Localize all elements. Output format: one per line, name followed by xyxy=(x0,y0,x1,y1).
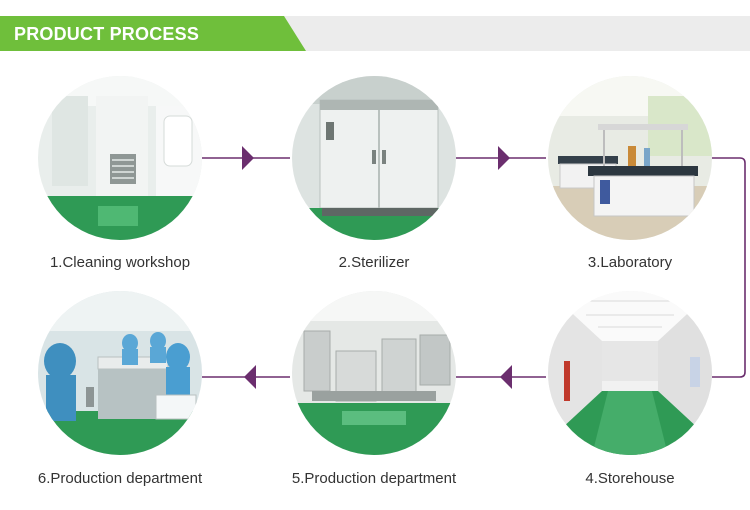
step-label-4: 4.Storehouse xyxy=(585,470,675,487)
storehouse-photo xyxy=(548,291,712,455)
production-line-photo xyxy=(292,291,456,455)
section-header: PRODUCT PROCESS xyxy=(0,16,750,51)
arrow-left-icon xyxy=(500,365,512,389)
cleaning-workshop-photo xyxy=(38,76,202,240)
step-label-5: 5.Production department xyxy=(291,470,457,487)
arrow-right-icon xyxy=(242,146,254,170)
step-label-3: 3.Laboratory xyxy=(587,254,673,271)
arrow-left-icon xyxy=(244,365,256,389)
header-title: PRODUCT PROCESS xyxy=(14,24,200,44)
laboratory-photo xyxy=(548,76,712,240)
step-label-2: 2.Sterilizer xyxy=(338,254,410,271)
arrow-right-icon xyxy=(498,146,510,170)
workers-photo xyxy=(38,291,202,455)
step-label-1: 1.Cleaning workshop xyxy=(49,254,191,271)
header-banner xyxy=(0,16,306,51)
step-label-6: 6.Production department xyxy=(37,470,203,487)
sterilizer-photo xyxy=(292,76,456,240)
